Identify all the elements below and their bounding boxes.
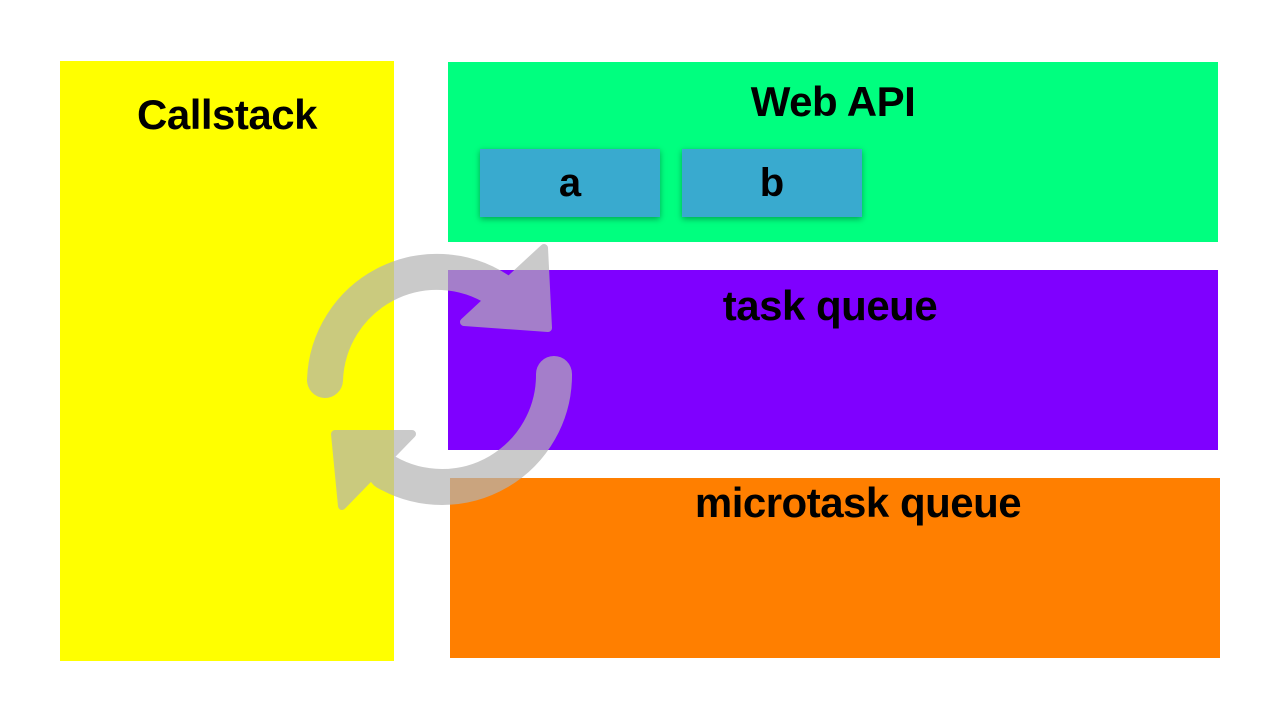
web-api-item-a: a (480, 149, 660, 217)
web-api-panel: Web API a b (448, 62, 1218, 242)
callstack-panel: Callstack (60, 61, 394, 661)
microtask-queue-panel: microtask queue (450, 478, 1220, 658)
task-queue-panel: task queue (448, 270, 1218, 450)
microtask-queue-title: microtask queue (694, 479, 1022, 526)
callstack-title: Callstack (137, 91, 317, 138)
web-api-title: Web API (750, 78, 916, 125)
web-api-item-b: b (682, 149, 862, 217)
task-queue-title: task queue (722, 282, 938, 329)
